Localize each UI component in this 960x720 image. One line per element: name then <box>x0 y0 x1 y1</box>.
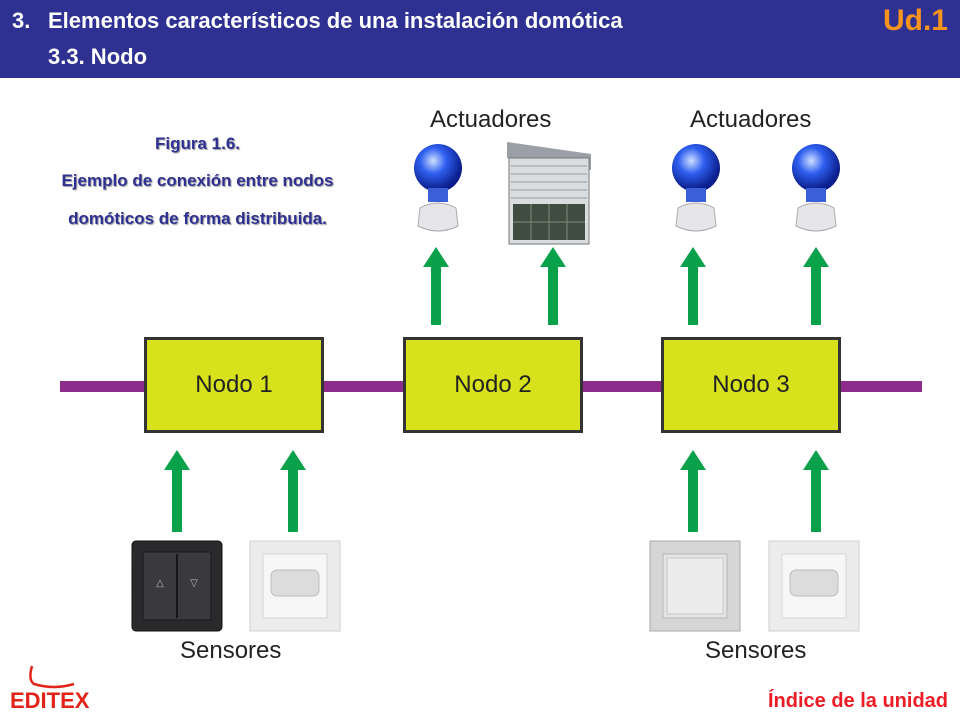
node-2: Nodo 2 <box>403 337 583 433</box>
light-bulb-actuator-1 <box>414 144 462 232</box>
slide-header: 3. Elementos característicos de una inst… <box>0 0 960 78</box>
motion-sensor-1 <box>249 540 341 632</box>
actuators-label-1: Actuadores <box>430 106 552 133</box>
light-bulb-actuator-3 <box>792 144 840 232</box>
arrow-to-actuator-2 <box>540 247 566 325</box>
arrow-from-sensor-3 <box>680 450 706 532</box>
node-1: Nodo 1 <box>144 337 324 433</box>
arrow-to-actuator-4 <box>803 247 829 325</box>
motion-sensor-2 <box>768 540 860 632</box>
figure-description: Ejemplo de conexión entre nodos domótico… <box>61 171 334 228</box>
roller-shutter-actuator <box>507 142 591 245</box>
sensors-label-1: Sensores <box>180 637 282 664</box>
sensors-label-2: Sensores <box>705 637 807 664</box>
editex-logo-text: EDITEX <box>10 688 90 713</box>
arrow-from-sensor-4 <box>803 450 829 532</box>
svg-text:△: △ <box>156 578 164 589</box>
figure-caption: Figura 1.6. Ejemplo de conexión entre no… <box>50 128 345 238</box>
node-3: Nodo 3 <box>661 337 841 433</box>
unit-index-link[interactable]: Índice de la unidad <box>767 690 948 712</box>
unit-badge: Ud.1 <box>882 4 948 37</box>
arrow-to-actuator-1 <box>423 247 449 325</box>
arrow-from-sensor-2 <box>280 450 306 532</box>
blind-switch-sensor: △ ▽ <box>131 540 223 632</box>
section-number: 3. <box>12 8 31 33</box>
figure-number: Figura 1.6. <box>154 134 241 153</box>
light-bulb-actuator-2 <box>672 144 720 232</box>
actuators-label-2: Actuadores <box>690 106 812 133</box>
section-title: Elementos característicos de una instala… <box>48 8 623 33</box>
svg-text:▽: ▽ <box>190 578 198 589</box>
arrow-from-sensor-1 <box>164 450 190 532</box>
light-switch-sensor <box>649 540 741 632</box>
arrow-to-actuator-3 <box>680 247 706 325</box>
subsection-title: 3.3. Nodo <box>48 44 148 69</box>
editex-logo: EDITEX <box>10 665 90 713</box>
